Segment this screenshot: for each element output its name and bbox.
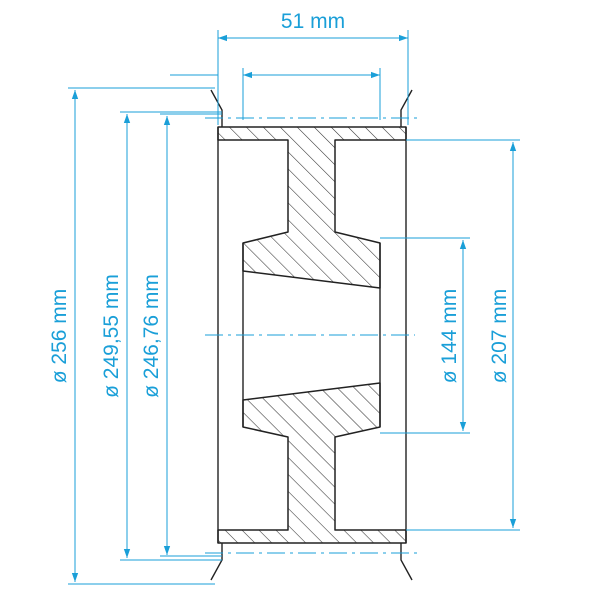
hatched-section-upper xyxy=(217,126,407,289)
flange-top-right xyxy=(400,89,413,127)
flange-bottom-left xyxy=(210,543,223,581)
width-label: 51 mm xyxy=(281,10,345,33)
flange-top-left xyxy=(210,89,223,127)
dimension-lines xyxy=(68,30,520,585)
root-diameter-label: ø 246,76 mm xyxy=(140,274,163,398)
outer-diameter-label: ø 256 mm xyxy=(48,289,71,384)
pitch-diameter-label: ø 249,55 mm xyxy=(100,274,123,398)
flange-bottom-right xyxy=(400,543,413,581)
hub-diameter-label: ø 144 mm xyxy=(438,289,461,384)
pulley-section xyxy=(205,89,420,581)
hatched-section-lower xyxy=(217,382,407,544)
flange-diameter-label: ø 207 mm xyxy=(488,289,511,384)
